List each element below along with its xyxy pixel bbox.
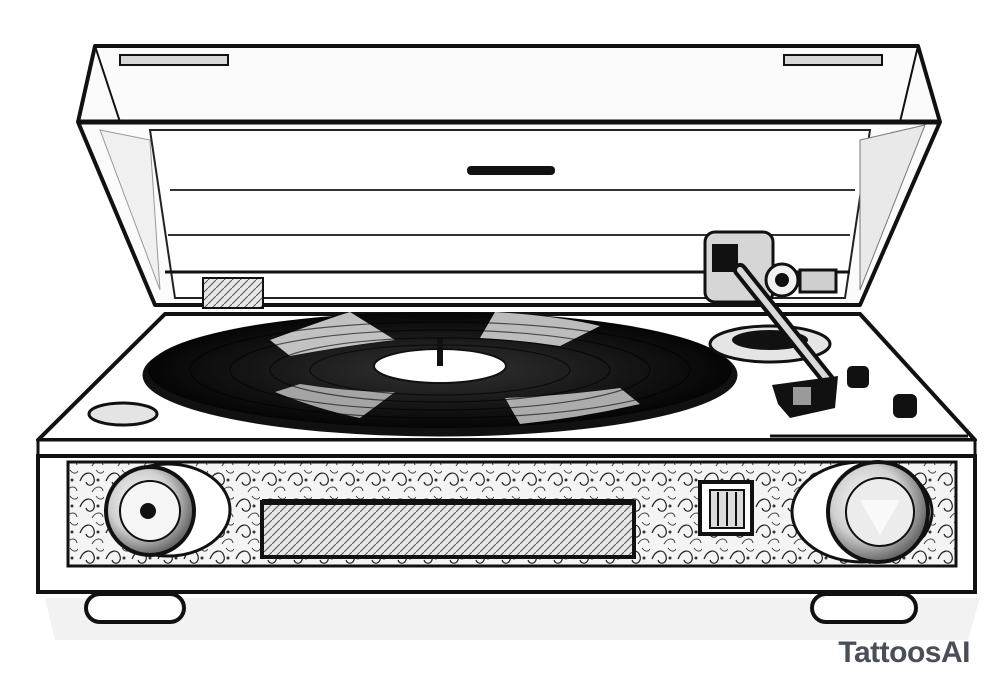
start-button-icon[interactable] [87, 401, 159, 427]
display-panel-icon [260, 499, 636, 559]
speaker-grille-icon [202, 277, 264, 309]
knob-icon[interactable] [893, 394, 917, 418]
watermark-text: TattoosAI [838, 636, 970, 669]
knob-icon[interactable] [847, 366, 869, 388]
foot-icon [84, 592, 918, 624]
speaker-knob-icon[interactable] [104, 462, 232, 558]
speaker-knob-icon[interactable] [790, 460, 934, 564]
switch-icon[interactable] [698, 480, 754, 536]
vinyl-record-icon[interactable] [142, 312, 738, 437]
dust-cover-icon[interactable] [76, 44, 942, 307]
tonearm-icon[interactable] [703, 230, 838, 418]
